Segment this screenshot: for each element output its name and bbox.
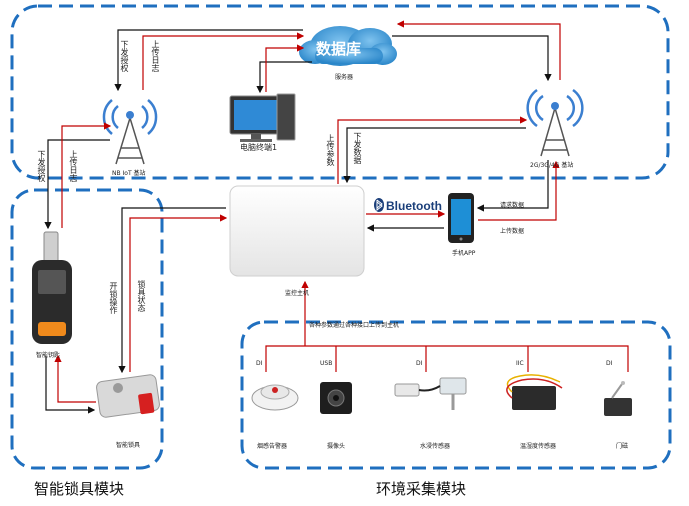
env-module-border [240,320,672,470]
env-module-title: 环境采集模块 [376,480,467,498]
arrow-lock-open [118,207,226,374]
sensor-caption-door: 门磁 [616,443,629,450]
database-cloud-icon [299,26,397,66]
monitoring-host-icon [229,185,365,277]
bluetooth-label: Bluetooth [386,199,442,213]
water-sensor-icon [394,377,467,410]
label-key-down: 下发授权 [37,150,46,182]
arrow-phone-request [476,160,549,212]
label-nb-up: 上传日志 [151,40,160,72]
label-key-up: 上传日志 [69,150,78,182]
arrow-nb-down [114,29,303,92]
sensor-caption-water: 水浸传感器 [420,443,451,450]
arrow-phone-upload [478,160,560,221]
arrow-key-down [44,139,110,230]
arrow-cloud-to-mobile [392,35,552,82]
sensor-iface-smoke: DI [256,360,263,367]
sensor-bus [265,345,629,372]
door-sensor-icon [604,381,632,416]
sensor-iface-water: DI [416,360,423,367]
label-nb-down: 下发授权 [120,40,129,72]
bluetooth-icon [374,198,384,212]
database-label: 数据库 [316,40,362,58]
pc-terminal-icon [229,93,296,142]
lock-module-border [10,188,164,470]
lock-module-title: 智能锁具模块 [34,480,125,498]
sensor-iface-door: DI [606,360,613,367]
label-mobile-up: 上传参数 [326,134,335,166]
smoke-alarm-icon [251,384,299,411]
label-phone-request: 请求数据 [500,202,525,209]
lock-caption: 智能锁具 [116,442,141,449]
sensor-iface-camera: USB [320,360,333,367]
pc-caption: 电脑终端1 [240,143,278,152]
camera-icon [320,382,352,414]
arrow-lock-state [129,214,228,372]
label-lock-open: 开锁操作 [109,282,118,314]
server-caption: 服务器 [335,74,354,81]
label-phone-upload: 上传数据 [500,228,525,235]
host-caption: 监控主机 [285,290,310,297]
phone-icon [448,193,474,243]
mobile-station-caption: 2G/3G/4G 基站 [530,162,574,169]
sensor-caption-camera: 摄像头 [327,443,346,450]
nb-iot-tower-icon [102,99,158,165]
temp-humidity-sensor-icon [506,374,563,410]
phone-caption: 手机APP [452,250,476,257]
sensor-caption-temp: 温湿度传感器 [520,443,557,450]
mobile-tower-icon [526,88,584,157]
smart-lock-icon [96,374,160,418]
arrow-pc-up [265,44,305,92]
network-layer-border [10,4,670,180]
arrow-lock-to-key [54,354,96,403]
arrow-mobile-to-cloud [396,20,561,80]
arrow-key-to-lock [45,356,96,414]
smart-key-icon [32,231,72,344]
key-caption: 智能钥匙 [36,352,61,359]
sensor-iface-temp: IIC [516,360,524,367]
nb-station-caption: NB IoT 基站 [112,170,146,177]
sensor-caption-smoke: 烟感告警器 [257,443,288,450]
label-mobile-down: 下发数据 [353,132,362,164]
arrow-mobile-down [343,127,526,184]
label-sensors-to-host: 各种参数通过各种接口上传到主机 [309,322,400,329]
label-lock-state: 锁具状态 [137,280,146,312]
arrow-mobile-up [337,116,528,184]
arrow-pc-down [256,61,312,94]
arrow-key-up [61,122,112,228]
arrow-nb-up [142,32,305,90]
